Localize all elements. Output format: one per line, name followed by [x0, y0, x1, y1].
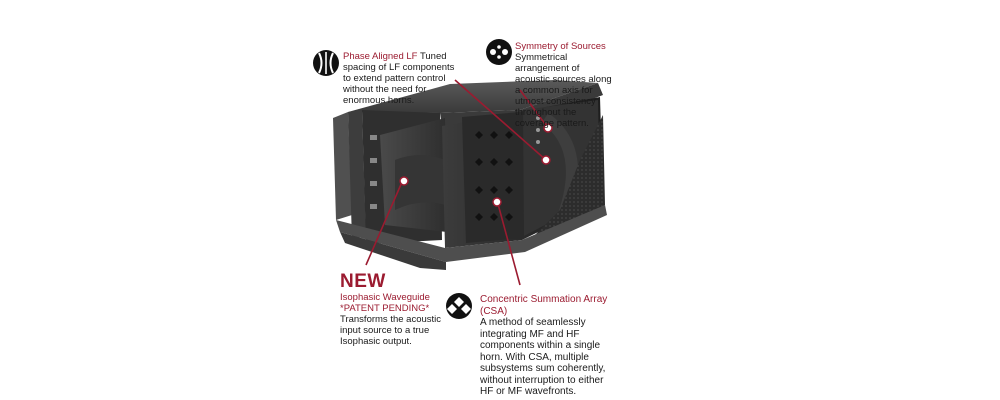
csa-icon [446, 293, 472, 319]
callout-title: Isophasic Waveguide *PATENT PENDING* [340, 292, 430, 314]
callout-phase-aligned-lf: Phase Aligned LF Tuned spacing of LF com… [343, 51, 463, 106]
callout-body: Transforms the acoustic input source to … [340, 314, 442, 347]
vent-slots [475, 131, 513, 221]
phase-aligned-icon [313, 50, 339, 76]
callout-title: Concentric Summation Array (CSA) [480, 294, 608, 317]
new-badge: NEW [340, 271, 386, 292]
callout-title: Phase Aligned LF [343, 51, 418, 62]
callout-body: Symmetrical arrangement of acoustic sour… [515, 52, 612, 129]
leader-dots [399, 123, 553, 207]
speaker-cabinet [333, 80, 607, 270]
callout-title: Symmetry of Sources [515, 41, 606, 52]
callout-isophasic-waveguide: NEW Isophasic Waveguide *PATENT PENDING*… [340, 271, 445, 348]
symmetry-icon [486, 39, 512, 65]
leader-lines [365, 79, 549, 286]
callout-concentric-summation-array: Concentric Summation Array (CSA) A metho… [480, 294, 610, 398]
callout-symmetry-of-sources: Symmetry of Sources Symmetrical arrangem… [515, 41, 615, 129]
callout-body: A method of seamlessly integrating MF an… [480, 317, 606, 397]
callout-body: Tuned spacing of LF components to extend… [343, 51, 455, 106]
